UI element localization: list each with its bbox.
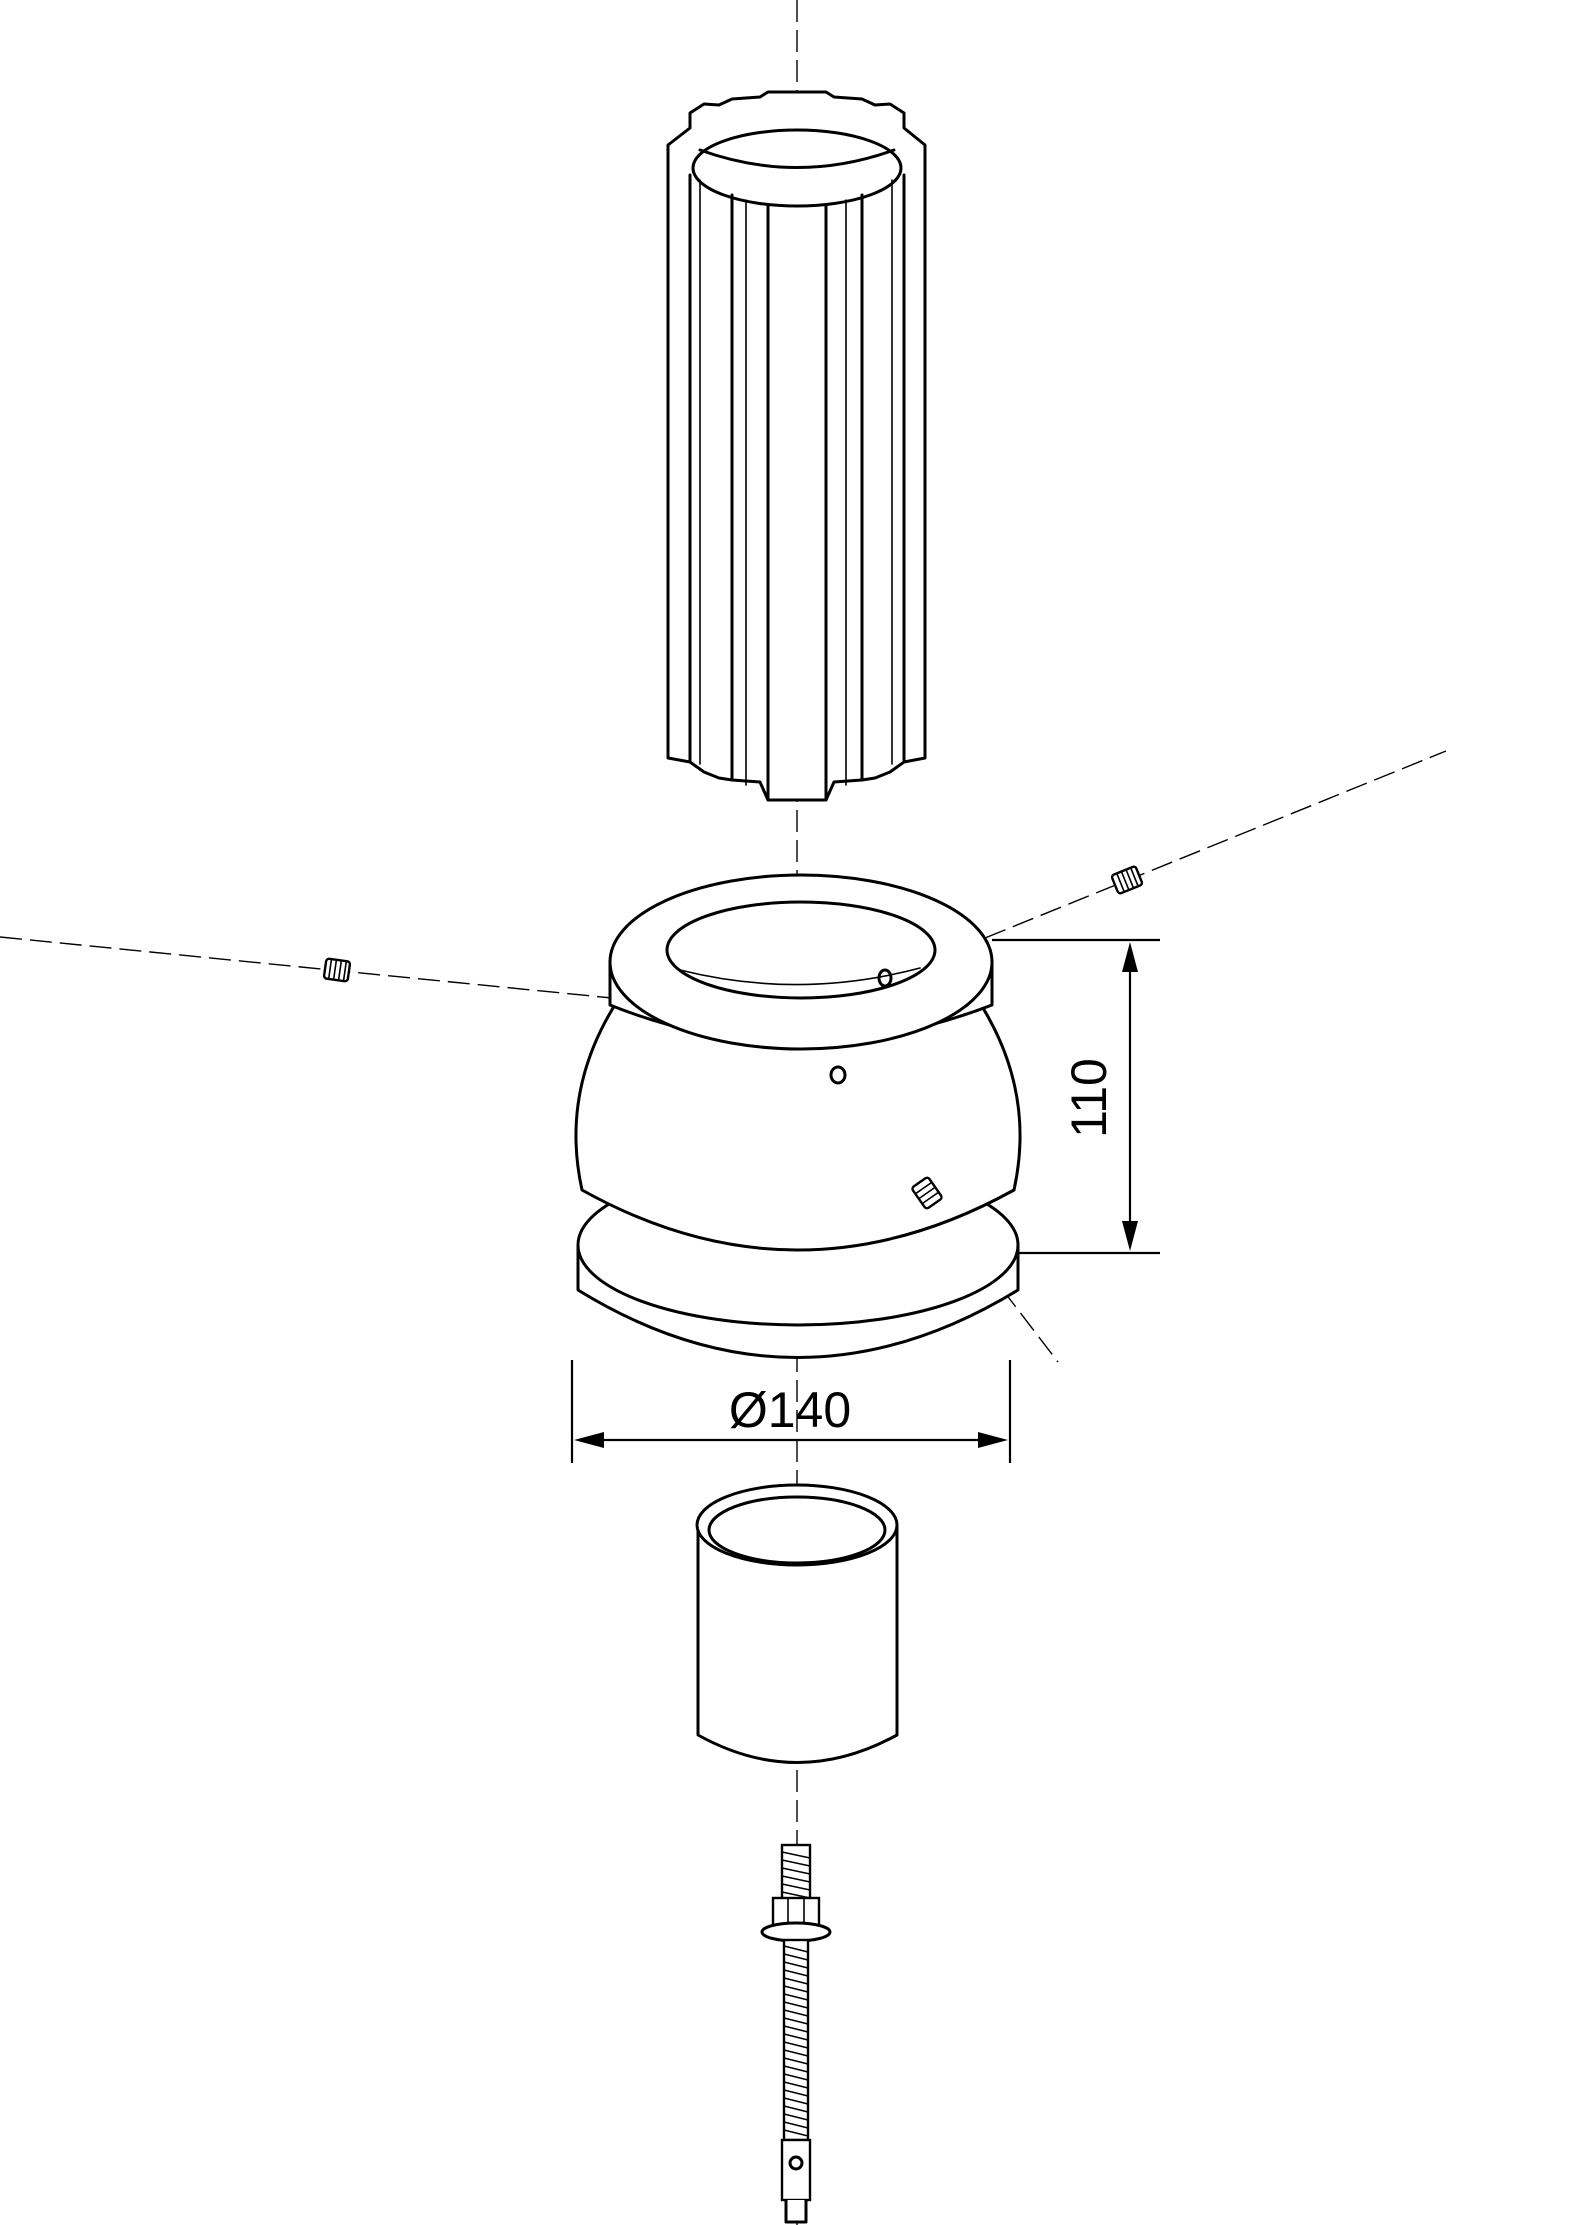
fluted-column [666,90,927,802]
column-base [574,873,1022,1359]
anchor-bolt [760,1843,832,2224]
diameter-dimension: Ø140 [570,1360,1012,1463]
diameter-dimension-label: Ø140 [729,1382,851,1438]
set-screw-left [322,957,352,983]
set-screw-hole-inner [877,968,893,988]
set-screw-hole-front [829,1065,847,1085]
column-top-opening [691,128,903,208]
base-bore [665,900,937,1000]
left-screw-axis [0,936,613,999]
set-screw-right [1110,865,1144,895]
right-screw-axis [984,750,1447,939]
set-screw-front [911,1176,943,1210]
height-dimension-label: 110 [1061,1058,1117,1138]
height-dimension: 110 [992,938,1160,1255]
sleeve-tube [695,1483,899,1764]
